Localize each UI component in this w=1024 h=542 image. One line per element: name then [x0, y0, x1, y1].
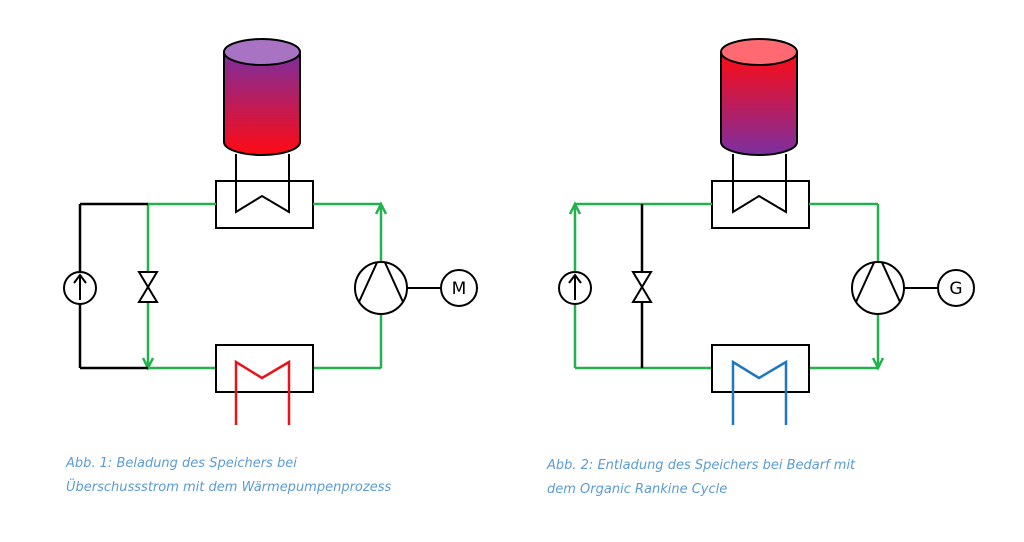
figure-2-caption-line-1: Abb. 2: Entladung des Speichers bei Beda…	[547, 458, 856, 473]
generator-label: G	[949, 279, 962, 299]
generator-symbol: G	[937, 269, 975, 307]
figure-1-caption-line-1: Abb. 1: Beladung des Speichers bei	[66, 456, 297, 471]
bottom-heat-exchanger-heat-sink	[711, 344, 810, 425]
expansion-valve	[137, 271, 159, 303]
motor-symbol: M	[440, 269, 478, 307]
compressor-symbol	[354, 261, 441, 315]
pump-symbol-2	[558, 271, 592, 305]
figure-2-caption: Abb. 2: Entladung des Speichers bei Beda…	[547, 454, 967, 502]
figure-2-orc: G	[558, 38, 975, 425]
tank-connection-lines-2	[732, 154, 787, 181]
pump-symbol	[63, 271, 97, 305]
top-heat-exchanger-2	[711, 180, 810, 229]
figure-1-caption-line-2: Überschussstrom mit dem Wärmepumpenproze…	[66, 480, 392, 495]
cycle-lines-green-2	[568, 201, 885, 371]
expander-symbol	[851, 261, 938, 315]
figure-1-caption: Abb. 1: Beladung des Speichers bei Übers…	[66, 452, 486, 500]
motor-label: M	[452, 279, 467, 299]
pump-loop-black	[78, 202, 148, 370]
top-heat-exchanger	[215, 180, 314, 229]
cycle-lines-green	[141, 201, 388, 371]
figure-2-caption-line-2: dem Organic Rankine Cycle	[547, 482, 728, 497]
storage-tank-discharging	[720, 38, 798, 156]
tank-connection-lines	[235, 154, 290, 181]
bottom-heat-exchanger-heat-source	[215, 344, 314, 425]
figure-1-heat-pump: M	[63, 38, 478, 425]
storage-tank-charging	[223, 38, 301, 156]
bypass-valve	[631, 271, 653, 303]
